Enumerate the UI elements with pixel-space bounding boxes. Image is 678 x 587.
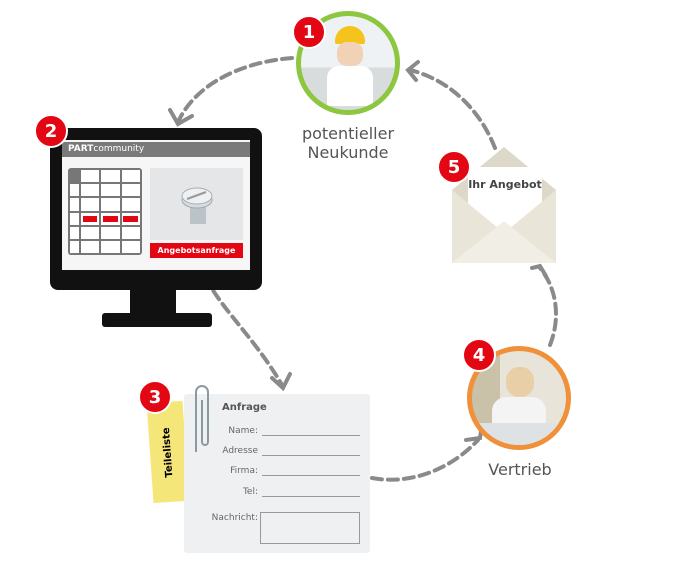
- step-badge-5: 5: [437, 150, 471, 184]
- envelope-icon: [452, 147, 556, 263]
- label-line: Neukunde: [307, 143, 389, 162]
- arrow-4-to-5: [538, 266, 558, 347]
- monitor-neck: [130, 290, 176, 315]
- request-quote-button[interactable]: Angebotsanfrage: [150, 243, 243, 258]
- sales-photo: [467, 346, 571, 450]
- monitor-base: [102, 313, 212, 327]
- step-badge-3: 3: [138, 380, 172, 414]
- field-label: Name:: [228, 426, 258, 436]
- request-form: Anfrage: [184, 394, 370, 553]
- message-label: Nachricht:: [211, 513, 258, 523]
- field-label: Firma:: [230, 466, 258, 476]
- form-field-name[interactable]: Name:: [200, 426, 360, 436]
- field-label: Adresse: [222, 446, 258, 456]
- arrow-2-to-3: [198, 260, 284, 387]
- arrow-3-to-4: [370, 438, 480, 482]
- form-field-address[interactable]: Adresse: [200, 446, 360, 456]
- field-label: Tel:: [242, 487, 258, 497]
- form-field-phone[interactable]: Tel:: [200, 487, 360, 497]
- screw-icon: [181, 187, 213, 224]
- arrow-1-to-2: [176, 56, 294, 124]
- step-badge-2: 2: [34, 114, 68, 148]
- sticky-note: Teileliste: [146, 400, 190, 504]
- form-field-company[interactable]: Firma:: [200, 466, 360, 476]
- arrow-5-to-1: [408, 68, 497, 150]
- part-preview: [150, 168, 243, 240]
- brand-light: community: [93, 144, 145, 154]
- step-badge-4: 4: [462, 338, 496, 372]
- step-badge-1: 1: [292, 15, 326, 49]
- label-line: potentieller: [301, 124, 395, 143]
- message-field[interactable]: [260, 512, 360, 544]
- customer-label: potentieller Neukunde: [280, 124, 416, 162]
- sticky-note-text: Teileliste: [160, 426, 176, 478]
- paperclip-icon: [195, 385, 209, 452]
- offer-letter-text: Ihr Angebot: [468, 178, 542, 191]
- parts-table: [68, 168, 142, 255]
- brand-bold: PART: [68, 144, 94, 154]
- app-title-bar: PARTcommunity: [62, 142, 250, 157]
- form-title: Anfrage: [222, 402, 267, 413]
- sales-label: Vertrieb: [488, 460, 552, 479]
